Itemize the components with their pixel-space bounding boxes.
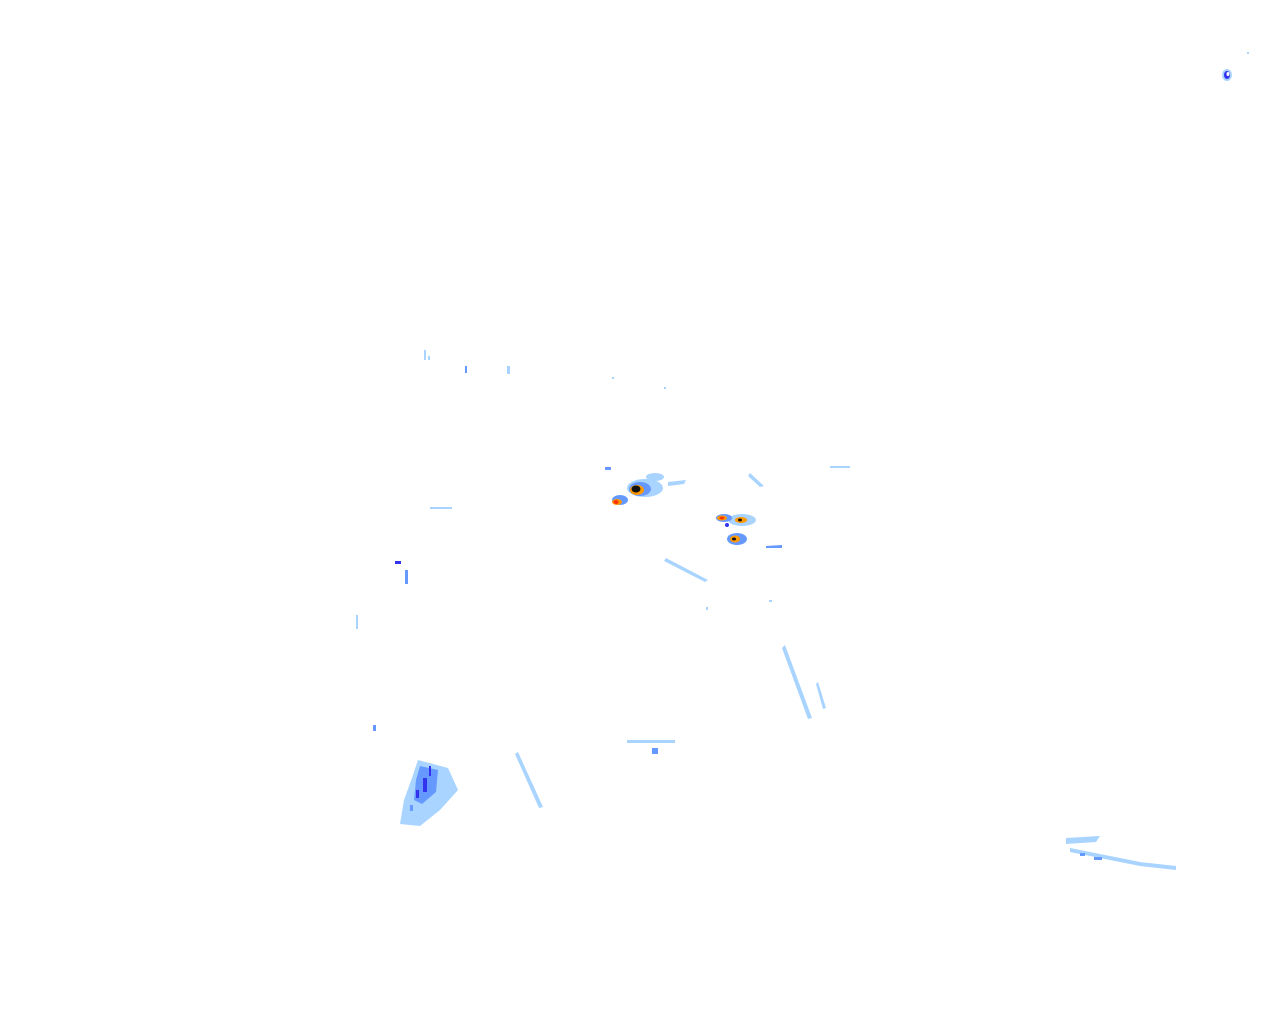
precip-band-southwest <box>400 760 458 826</box>
light-streaks-central-south <box>515 558 826 808</box>
precip-band-southeast <box>1066 836 1176 870</box>
precip-cell-east-cluster <box>716 466 850 548</box>
light-echoes-west <box>356 507 452 731</box>
precip-cell-central <box>605 467 686 505</box>
light-echoes-north <box>424 350 666 389</box>
precip-cell-top-right <box>1222 52 1249 81</box>
